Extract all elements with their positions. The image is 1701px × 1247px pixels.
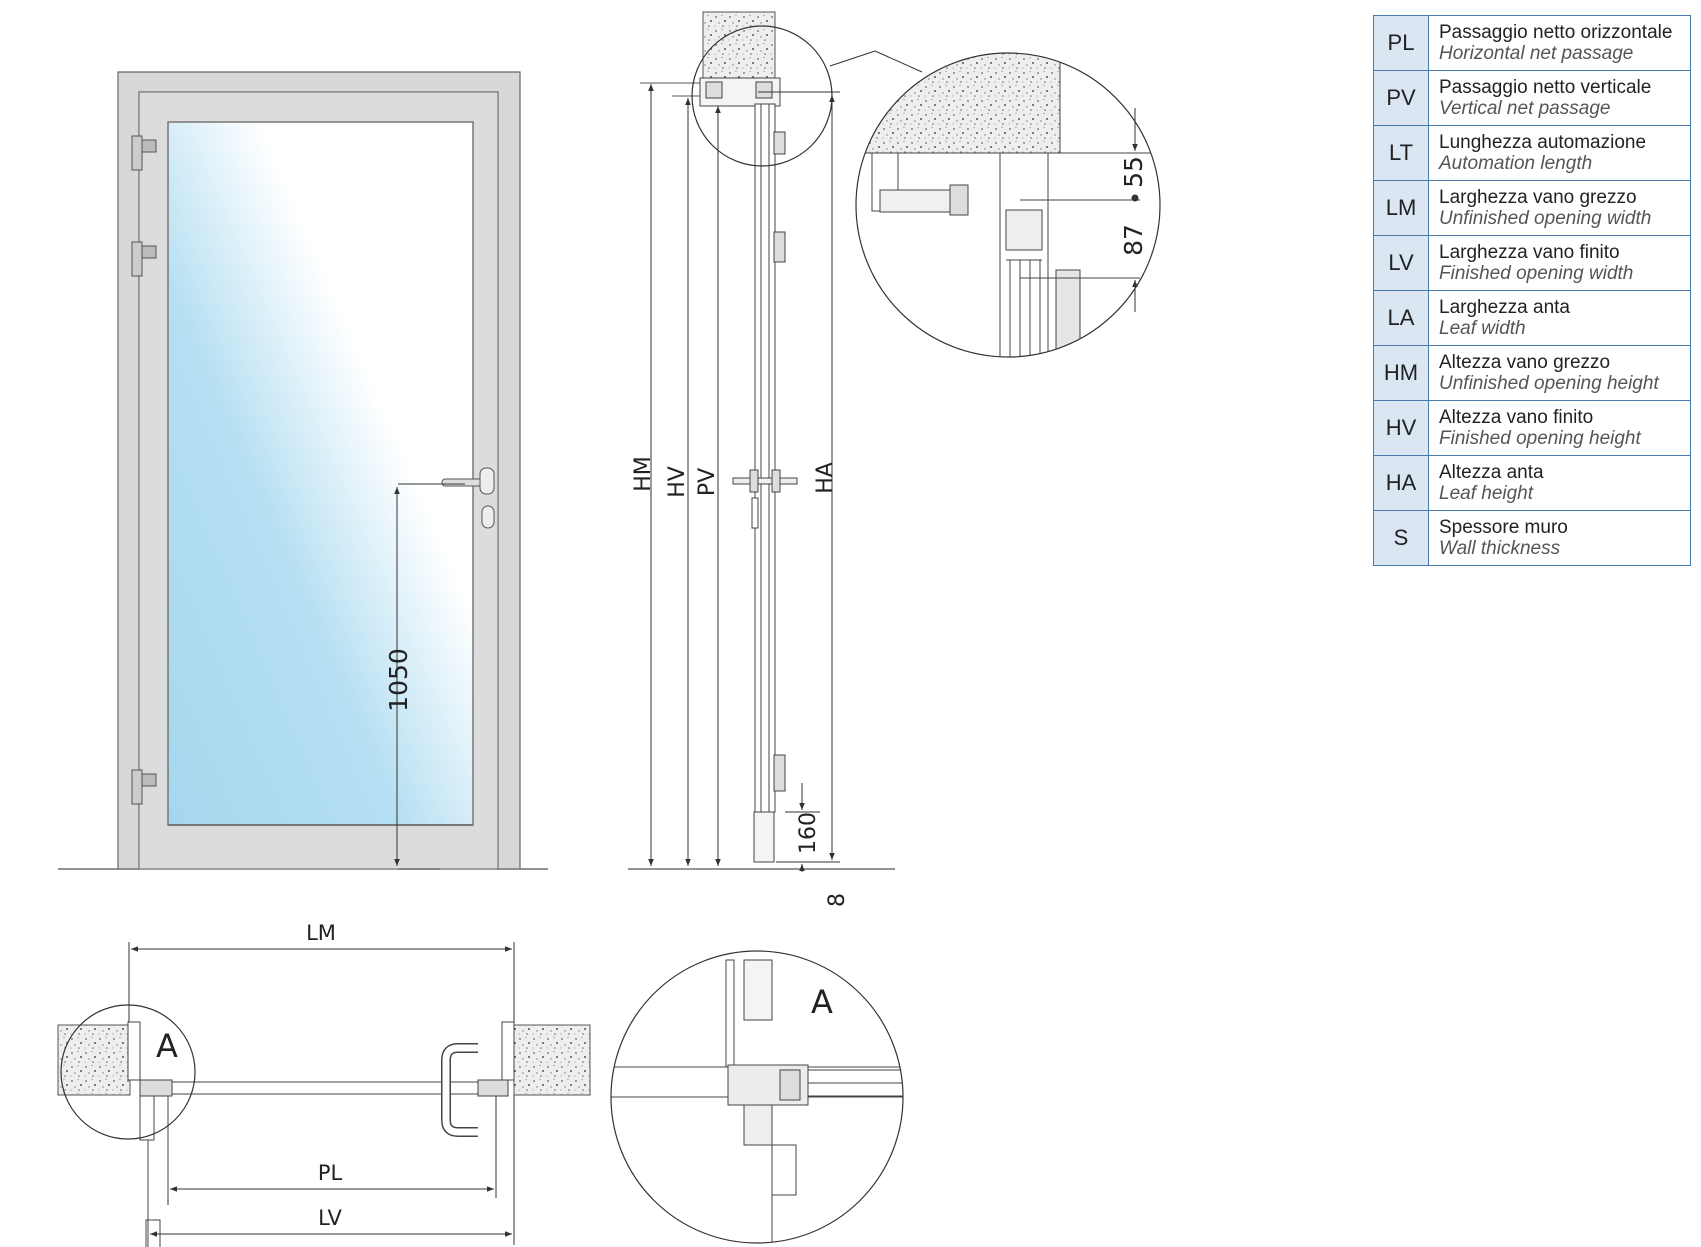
hm-label: HM: [631, 456, 656, 492]
legend-en: Finished opening height: [1439, 428, 1641, 449]
legend-en: Unfinished opening height: [1439, 373, 1659, 394]
handle-height-label: 1050: [384, 648, 413, 712]
legend-en: Automation length: [1439, 153, 1593, 174]
glass-panel: [167, 121, 474, 826]
pv-label: PV: [695, 468, 720, 496]
detail-a: A: [610, 950, 904, 1244]
detail-callout-circle: [691, 25, 833, 167]
detail-dim-55: 55: [1119, 156, 1148, 188]
left-wall: [57, 1024, 131, 1096]
detail-a-label: A: [811, 983, 833, 1021]
legend-en: Finished opening width: [1439, 263, 1634, 284]
legend-en: Vertical net passage: [1439, 98, 1611, 119]
legend-en: Leaf height: [1439, 483, 1534, 504]
legend-it: Larghezza anta: [1439, 297, 1570, 318]
detail-dim-87: 87: [1119, 224, 1148, 256]
legend-code: HA: [1373, 455, 1429, 511]
legend-it: Passaggio netto verticale: [1439, 77, 1652, 98]
hv-label: HV: [665, 466, 690, 498]
legend-it: Altezza vano finito: [1439, 407, 1594, 428]
legend-it: Altezza vano grezzo: [1439, 352, 1611, 373]
bottom-dim-label: 160: [796, 812, 821, 854]
top-detail: 55 87: [855, 52, 1161, 358]
leaf-profile: [754, 103, 776, 813]
legend-it: Larghezza vano grezzo: [1439, 187, 1637, 208]
hinge-icon: [131, 769, 157, 805]
legend-it: Lunghezza automazione: [1439, 132, 1647, 153]
hinge-icon: [131, 135, 157, 171]
lm-label: LM: [306, 921, 336, 945]
side-section: HM HV PV HA 160 8: [628, 11, 923, 907]
floor-gap-label: 8: [825, 893, 850, 907]
legend-code: HM: [1373, 345, 1429, 401]
right-wall: [513, 1024, 591, 1096]
pl-label: PL: [318, 1161, 343, 1185]
front-view: 1050: [58, 71, 548, 870]
legend-code: LT: [1373, 125, 1429, 181]
legend-code: PL: [1373, 15, 1429, 71]
hinge-icon: [131, 241, 157, 277]
ha-label: HA: [813, 462, 838, 494]
legend-en: Unfinished opening width: [1439, 208, 1652, 229]
lv-label: LV: [318, 1206, 342, 1230]
legend-code: PV: [1373, 70, 1429, 126]
detail-a-marker-label: A: [156, 1027, 178, 1065]
legend-code: S: [1373, 510, 1429, 566]
legend-it: Larghezza vano finito: [1439, 242, 1620, 263]
detail-a-marker: [60, 1004, 196, 1140]
legend-code: HV: [1373, 400, 1429, 456]
legend-it: Altezza anta: [1439, 462, 1544, 483]
legend-it: Passaggio netto orizzontale: [1439, 22, 1673, 43]
plan-view: LM PL LV A: [57, 921, 591, 1247]
legend-code: LA: [1373, 290, 1429, 346]
legend-code: LV: [1373, 235, 1429, 291]
legend-en: Leaf width: [1439, 318, 1526, 339]
legend-it: Spessore muro: [1439, 517, 1568, 538]
legend-en: Wall thickness: [1439, 538, 1561, 559]
legend-en: Horizontal net passage: [1439, 43, 1634, 64]
legend-code: LM: [1373, 180, 1429, 236]
